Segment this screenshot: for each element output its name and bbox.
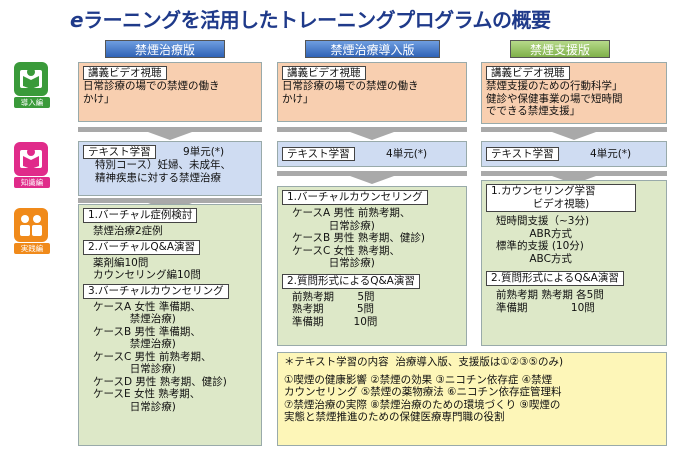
col2-flow-bar-2 xyxy=(277,171,467,176)
col3-support-1: 短時間支援（~3分) xyxy=(496,215,590,227)
col1-case-2: ケースB 男性 準備期、 xyxy=(93,325,201,338)
col1-text-note-2: 精神疾患に対する禁煙治療 xyxy=(95,171,221,184)
title-main: ラーニングを活用したトレーニングプログラムの概要 xyxy=(83,8,551,32)
col3-practice-tag-1-title: 1.カウンセリング学習 xyxy=(491,185,596,197)
col2-qa-2: 熟考期 5問 xyxy=(292,303,375,315)
title-prefix: e xyxy=(70,8,84,32)
col2-case-3b: 日常診療) xyxy=(292,257,375,269)
col2-case-2: ケースB 男性 熟考期、健診) xyxy=(292,232,425,244)
col2-header: 禁煙治療導入版 xyxy=(305,40,440,58)
col1-practice-text-2: 薬剤編10問 xyxy=(93,256,149,269)
col1-case-2b: 禁煙治療) xyxy=(93,338,176,350)
col2-lecture-tag: 講義ビデオ視聴 xyxy=(282,66,366,80)
col2-practice-box: 1.バーチャルカウンセリング ケースA 男性 前熟考期、 日常診療) ケースB … xyxy=(277,186,467,346)
col1-lecture-line-1: 日常診療の場での禁煙の働き xyxy=(83,80,220,92)
col2-case-1b: 日常診療) xyxy=(292,219,375,232)
col3-practice-box: 1.カウンセリング学習 ビデオ視聴) 短時間支援（~3分) ABR方式 標準的支… xyxy=(481,180,667,346)
practice-label: 実践編 xyxy=(14,243,50,254)
col3-flow-bar-2 xyxy=(481,171,667,176)
footnote-heading: ＊テキスト学習の内容 治療導入版、支援版は①②③⑤のみ) xyxy=(284,356,564,368)
col1-header: 禁煙治療版 xyxy=(105,40,225,58)
col3-qa-1: 前熟考期 熟考期 各5問 xyxy=(496,289,604,301)
text-contents-footnote: ＊テキスト学習の内容 治療導入版、支援版は①②③⑤のみ) ①喫煙の健康影響 ②禁… xyxy=(277,352,667,446)
page-title: eラーニングを活用したトレーニングプログラムの概要 xyxy=(70,4,670,32)
col1-case-4: ケースD 男性 熟考期、健診) xyxy=(93,375,227,388)
col1-text-note-1: 特別コース）妊婦、未成年、 xyxy=(95,159,231,171)
col3-arrow-1 xyxy=(552,132,596,140)
col3-practice-tag-2: 2.質問形式によるQ&A演習 xyxy=(486,271,624,286)
knowledge-section-marker: 知識編 xyxy=(14,142,50,188)
col1-lecture-box: 講義ビデオ視聴 日常診療の場での禁煙の働き かけ」 xyxy=(78,62,262,122)
col1-text-box: テキスト学習 9単元(*) 特別コース）妊婦、未成年、 精神疾患に対する禁煙治療 xyxy=(78,141,262,196)
col2-text-units: 4単元(*) xyxy=(386,148,428,160)
col2-practice-tag-1: 1.バーチャルカウンセリング xyxy=(282,190,428,205)
col1-practice-tag-2: 2.バーチャルQ&A演習 xyxy=(83,239,201,255)
col3-support-2: ABR方式 xyxy=(496,227,573,240)
col3-support-3: 標準的支援 (10分) xyxy=(496,240,584,252)
col2-lecture-box: 講義ビデオ視聴 日常診療の場での禁煙の働き かけ」 xyxy=(277,62,467,122)
col2-lecture-line-2: かけ」 xyxy=(282,92,314,105)
col1-practice-box: 1.バーチャル症例検討 禁煙治療2症例 2.バーチャルQ&A演習 薬剤編10問 … xyxy=(78,204,262,446)
col3-flow-bar-1 xyxy=(481,127,667,132)
col1-practice-text-1: 禁煙治療2症例 xyxy=(93,225,163,237)
col3-lecture-line-2: 健診や保健事業の場で短時間 xyxy=(486,92,623,105)
col1-practice-tag-3: 3.バーチャルカウンセリング xyxy=(83,283,229,299)
knowledge-label: 知識編 xyxy=(14,177,50,188)
col1-case-5: ケースE 女性 熟考期、 xyxy=(93,388,201,400)
intro-section-marker: 導入編 xyxy=(14,62,50,108)
book-reader-icon xyxy=(14,142,48,176)
col3-text-units: 4単元(*) xyxy=(590,148,632,160)
two-people-icon xyxy=(14,208,48,242)
col2-text-tag: テキスト学習 xyxy=(282,147,355,161)
intro-label: 導入編 xyxy=(14,97,50,108)
col1-practice-tag-1: 1.バーチャル症例検討 xyxy=(83,208,198,223)
col3-practice-tag-1-sub: ビデオ視聴) xyxy=(532,198,590,210)
col3-text-box: テキスト学習 4単元(*) xyxy=(481,141,667,167)
col3-lecture-box: 講義ビデオ視聴 禁煙支援のための行動科学」 健診や保健事業の場で短時間 でできる… xyxy=(481,62,667,124)
col1-flow-bar-1 xyxy=(78,127,262,132)
col1-flow-bar-2 xyxy=(78,198,262,203)
col3-support-4: ABC方式 xyxy=(496,252,572,265)
col1-case-5b: 日常診療) xyxy=(93,400,176,413)
col1-lecture-tag: 講義ビデオ視聴 xyxy=(83,66,167,80)
col3-lecture-line-3: でできる禁煙支援」 xyxy=(486,105,581,117)
col1-text-tag: テキスト学習 xyxy=(83,145,156,159)
col3-lecture-line-1: 禁煙支援のための行動科学」 xyxy=(486,80,623,92)
footnote-line-2: カウンセリング ⑤禁煙の薬物療法 ⑥ニコチン依存症管理料 xyxy=(284,386,562,398)
col2-arrow-1 xyxy=(350,132,394,140)
practice-section-marker: 実践編 xyxy=(14,208,50,254)
footnote-line-1: ①喫煙の健康影響 ②禁煙の効果 ③ニコチン依存症 ④禁煙 xyxy=(284,373,553,386)
col2-text-box: テキスト学習 4単元(*) xyxy=(277,141,467,167)
col1-lecture-line-2: かけ」 xyxy=(83,92,115,105)
col2-lecture-line-1: 日常診療の場での禁煙の働き xyxy=(282,80,419,92)
col1-arrow-1 xyxy=(148,132,192,140)
col3-practice-tag-1: 1.カウンセリング学習 ビデオ視聴) xyxy=(486,184,636,212)
book-reader-icon xyxy=(14,62,48,96)
col1-text-units: 9単元(*) xyxy=(183,146,225,158)
col3-text-tag: テキスト学習 xyxy=(486,147,559,161)
col1-case-1: ケースA 女性 準備期、 xyxy=(93,300,201,313)
col3-header: 禁煙支援版 xyxy=(510,40,610,58)
col3-lecture-tag: 講義ビデオ視聴 xyxy=(486,66,570,80)
footnote-line-3: ⑦禁煙治療の実際 ⑧禁煙治療のための環境づくり ⑨喫煙の xyxy=(284,398,561,411)
col1-case-3: ケースC 男性 前熟考期、 xyxy=(93,350,212,363)
col1-practice-text-3: カウンセリング編10問 xyxy=(93,269,201,281)
col2-practice-tag-2: 2.質問形式によるQ&A演習 xyxy=(282,273,420,289)
col2-qa-1: 前熟考期 5問 xyxy=(292,290,375,303)
col2-flow-bar-1 xyxy=(277,127,467,132)
footnote-line-4: 実態と禁煙推進のための保健医療専門職の役割 xyxy=(284,411,505,423)
col1-case-1b: 禁煙治療) xyxy=(93,313,176,325)
col2-qa-3: 準備期 10問 xyxy=(292,315,378,328)
col3-qa-2: 準備期 10問 xyxy=(496,301,595,314)
col1-case-3b: 日常診療) xyxy=(93,363,176,375)
col2-case-3: ケースC 女性 熟考期、 xyxy=(292,244,400,257)
col2-arrow-2 xyxy=(350,176,394,184)
col2-case-1: ケースA 男性 前熟考期、 xyxy=(292,207,411,219)
